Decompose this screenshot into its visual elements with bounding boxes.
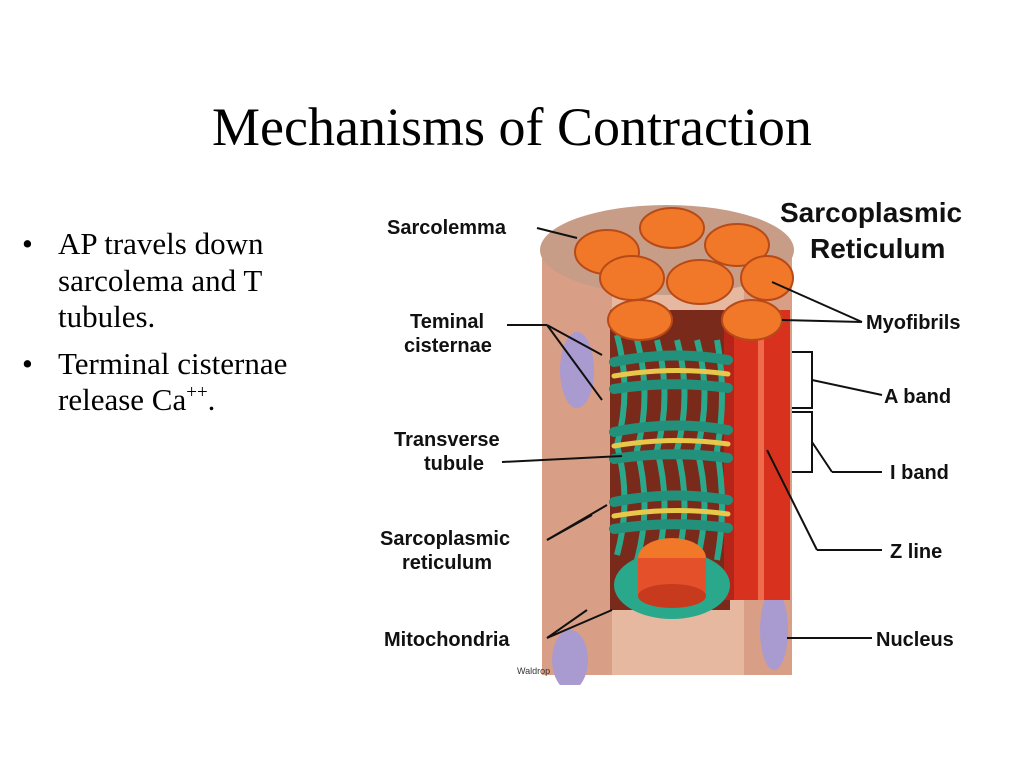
bullet-dot-icon: • — [22, 345, 33, 381]
label-leaders — [501, 227, 883, 639]
label-transverse-tubule-2: tubule — [424, 453, 484, 475]
lower-myofibril-shape — [614, 538, 730, 619]
label-sarcolemma: Sarcolemma — [387, 217, 507, 239]
label-sarcoplasmic-reticulum-2: reticulum — [402, 552, 492, 574]
label-sarcoplasmic-reticulum-1: Sarcoplasmic — [380, 528, 510, 550]
label-a-band: A band — [884, 386, 951, 408]
diagram-title-line2: Reticulum — [810, 233, 945, 264]
bullet-item: • Terminal cisternae release Ca++. — [18, 346, 338, 419]
label-i-band: I band — [890, 462, 949, 484]
label-transverse-tubule-1: Transverse — [394, 429, 500, 451]
bullet-text: Terminal cisternae release Ca — [58, 345, 288, 418]
bullet-item: • AP travels down sarcolema and T tubule… — [18, 226, 338, 336]
bullet-suffix: . — [207, 382, 216, 418]
credit-text: Waldrop — [517, 666, 550, 676]
label-myofibrils: Myofibrils — [866, 312, 960, 334]
label-nucleus: Nucleus — [876, 629, 954, 651]
bullet-dot-icon: • — [22, 226, 33, 261]
bullet-list: • AP travels down sarcolema and T tubule… — [18, 226, 338, 429]
label-z-line: Z line — [890, 541, 942, 563]
muscle-fiber-diagram: Sarcoplasmic Reticulum Sarcolemma Temina… — [380, 197, 962, 685]
terminal-cisternae-shape — [609, 350, 733, 534]
myofibril-ends-shape — [574, 207, 794, 341]
slide-title: Mechanisms of Contraction — [212, 97, 812, 157]
nucleus-shape — [552, 332, 788, 685]
label-mitochondria: Mitochondria — [384, 629, 510, 651]
bullet-superscript: ++ — [186, 382, 208, 404]
band-brackets — [792, 351, 813, 473]
label-terminal-cisternae-2: cisternae — [404, 335, 492, 357]
bullet-text: AP travels down sarcolema and T tubules. — [58, 226, 264, 335]
diagram-title-line1: Sarcoplasmic — [780, 197, 962, 228]
label-terminal-cisternae-1: Teminal — [410, 311, 484, 333]
